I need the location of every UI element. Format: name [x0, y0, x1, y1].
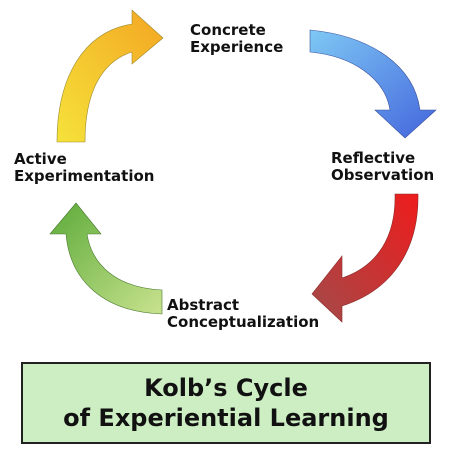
stage-label-reflective-observation: Reflective Observation [331, 149, 435, 184]
arrow-active-to-concrete [56, 9, 164, 143]
title-box: Kolb’s Cycle of Experiential Learning [21, 362, 431, 444]
arrow-reflective-to-abstract [311, 193, 419, 323]
title-line-1: Kolb’s Cycle [144, 374, 308, 402]
title-line-2: of Experiential Learning [63, 404, 389, 432]
stage-label-abstract-conceptualization: Abstract Conceptualization [167, 296, 320, 331]
arrow-abstract-to-active [49, 202, 163, 315]
stage-label-concrete-experience: Concrete Experience [190, 21, 284, 56]
stage-label-active-experimentation: Active Experimentation [14, 150, 155, 185]
arrow-concrete-to-reflective [309, 29, 437, 139]
